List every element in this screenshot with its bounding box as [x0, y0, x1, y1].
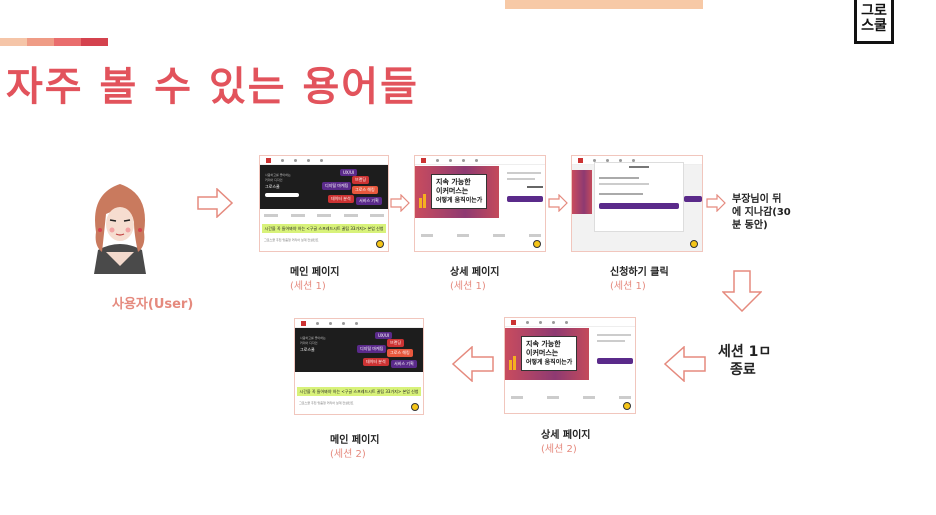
user-label: 사용자(User) — [112, 297, 194, 312]
away-note-line: 부장님이 뒤 — [732, 194, 782, 205]
detail-page-screenshot-session-1: 지속 가능한 이커머스는 어떻게 움직이는가 — [414, 155, 546, 252]
growschool-logo: 그로 스쿨 — [854, 0, 894, 44]
main-page-screenshot-session-2: 사람하고를 좋아하는 커리어 디자인 그로스쿨 UX/UI 브랜딩 디지털 마케… — [294, 318, 424, 415]
apply-button[interactable] — [507, 196, 543, 202]
hero-text: 커리어 디자인 — [300, 341, 318, 345]
course-title-card: 지속 가능한 이커머스는 어떻게 움직이는가 — [431, 174, 488, 209]
caption-detail-page-session-2: 상세 페이지 (세션 2) — [541, 429, 590, 457]
promo-banner: 시간을 꼭 들어봐야 하는 <구글 스프레드시트 꿀팁 33가지> 본업 신청 — [262, 224, 386, 233]
arrow-right-icon — [706, 194, 726, 212]
arrow-right-icon — [548, 194, 568, 212]
hero-brand: 그로스쿨 — [300, 347, 315, 352]
away-note-line: 분 동안) — [732, 220, 768, 231]
session-end-note: 세션 1ㅁ 종료 — [718, 343, 771, 379]
category-chip: 데이터 분석 — [328, 195, 354, 203]
caption-session: (세션 2) — [330, 449, 366, 460]
title-accent-segment-2 — [27, 38, 54, 46]
chat-bubble-icon — [533, 240, 541, 248]
detail-page-screenshot-session-2: 지속 가능한 이커머스는 어떻게 움직이는가 — [504, 317, 636, 414]
hero-text: 사람하고를 좋아하는 — [300, 336, 326, 340]
title-accent-segment-1 — [0, 38, 27, 46]
caption-title: 상세 페이지 — [541, 430, 591, 441]
category-chip: UX/UI — [375, 332, 393, 339]
chat-bubble-icon — [411, 403, 419, 411]
hero-text: 커리어 디자인 — [265, 178, 283, 182]
logo-line-2: 스쿨 — [861, 18, 887, 34]
away-note: 부장님이 뒤 에 지나감(30 분 동안) — [732, 193, 791, 232]
category-chip: 서비스 기획 — [356, 197, 382, 205]
category-chip: UX/UI — [340, 169, 358, 176]
category-chip: 디지털 마케팅 — [322, 182, 352, 190]
course-title-line: 어떻게 움직이는가 — [526, 359, 573, 366]
main-page-screenshot-session-1: 사람하고를 좋아하는 커리어 디자인 그로스쿨 UX/UI 브랜딩 디지털 마케… — [259, 155, 389, 252]
title-accent-segment-4 — [81, 38, 108, 46]
category-chip: 그로스 해킹 — [387, 349, 413, 357]
course-title-line: 이커머스는 — [526, 349, 559, 357]
chat-bubble-icon — [690, 240, 698, 248]
session-end-line: 종료 — [730, 362, 756, 378]
course-title-line: 이커머스는 — [436, 187, 469, 195]
hero-text: 사람하고를 좋아하는 — [265, 173, 291, 177]
chat-bubble-icon — [376, 240, 384, 248]
logo-line-1: 그로 — [861, 3, 887, 19]
woman-avatar-icon — [94, 184, 146, 274]
promo-banner: 시간을 꼭 들어봐야 하는 <구글 스프레드시트 꿀팁 33가지> 본업 신청 — [297, 387, 421, 396]
caption-title: 메인 페이지 — [290, 267, 340, 278]
caption-title: 메인 페이지 — [330, 435, 380, 446]
chat-bubble-icon — [623, 402, 631, 410]
session-end-line: 세션 1ㅁ — [718, 344, 772, 360]
arrow-right-icon — [197, 188, 233, 218]
modal-apply-button[interactable] — [599, 203, 679, 209]
course-title-line: 지속 가능한 — [436, 178, 471, 186]
away-note-line: 에 지나감(30 — [732, 207, 791, 218]
page-title: 자주 볼 수 있는 용어들 — [6, 64, 419, 110]
caption-session: (세션 1) — [290, 281, 326, 292]
arrow-left-icon — [664, 346, 706, 382]
caption-session: (세션 1) — [610, 281, 646, 292]
arrow-left-icon — [452, 346, 494, 382]
hero-brand: 그로스쿨 — [265, 184, 280, 189]
caption-detail-page-session-1: 상세 페이지 (세션 1) — [450, 266, 499, 294]
caption-title: 신청하기 클릭 — [610, 267, 669, 278]
caption-main-page-session-1: 메인 페이지 (세션 1) — [290, 266, 339, 294]
caption-session: (세션 1) — [450, 281, 486, 292]
arrow-down-icon — [722, 270, 762, 312]
category-chip: 데이터 분석 — [363, 358, 389, 366]
footer-text: 그로스쿨 추천 맞춤형 커리어 설계 컨설턴트 — [264, 238, 319, 242]
caption-main-page-session-2: 메인 페이지 (세션 2) — [330, 434, 379, 462]
course-title-card: 지속 가능한 이커머스는 어떻게 움직이는가 — [521, 336, 578, 371]
category-chip: 디지털 마케팅 — [357, 345, 387, 353]
course-title-line: 어떻게 움직이는가 — [436, 197, 483, 204]
course-title-line: 지속 가능한 — [526, 340, 561, 348]
apply-button[interactable] — [597, 358, 633, 364]
category-chip: 브랜딩 — [387, 339, 405, 347]
apply-click-screenshot-session-1 — [571, 155, 703, 252]
category-chip: 브랜딩 — [352, 176, 370, 184]
category-chip: 서비스 기획 — [391, 360, 417, 368]
caption-title: 상세 페이지 — [450, 267, 500, 278]
title-accent-segment-3 — [54, 38, 81, 46]
caption-apply-click-session-1: 신청하기 클릭 (세션 1) — [610, 266, 674, 294]
caption-session: (세션 2) — [541, 444, 577, 455]
apply-modal — [594, 162, 684, 232]
footer-text: 그로스쿨 추천 맞춤형 커리어 설계 컨설턴트 — [299, 401, 354, 405]
category-chip: 그로스 해킹 — [352, 186, 378, 194]
top-accent-bar — [505, 0, 703, 9]
arrow-right-icon — [390, 194, 410, 212]
